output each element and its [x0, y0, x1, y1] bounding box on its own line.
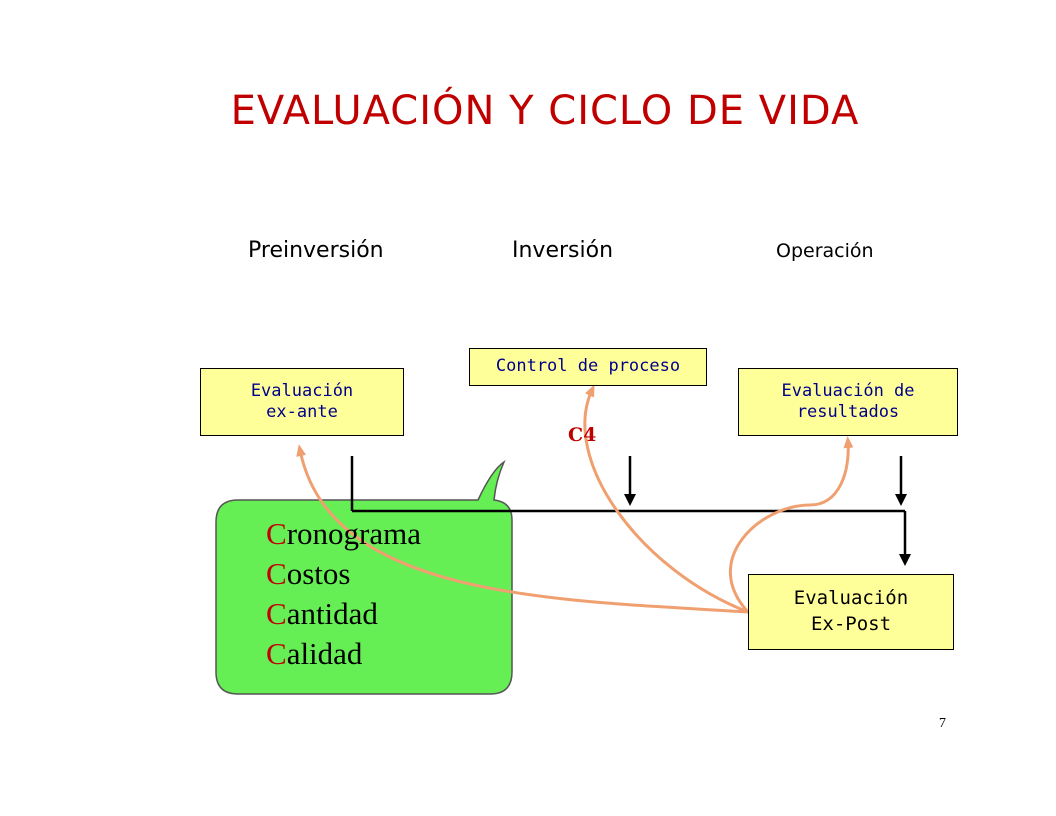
- box-resultados-line-2: resultados: [796, 402, 900, 422]
- callout-rest: ronograma: [286, 516, 421, 551]
- box-control-line-1: Control de proceso: [495, 356, 681, 377]
- slide-title: EVALUACIÓN Y CICLO DE VIDA: [230, 88, 860, 134]
- box-ex-ante-line-1: Evaluación: [250, 380, 354, 401]
- box-resultados-line-1: Evaluación de: [781, 380, 915, 401]
- callout-initial: C: [266, 636, 287, 671]
- phase-label-inversion: Inversión: [512, 238, 614, 263]
- callout-initial: C: [266, 596, 287, 631]
- callout-item-costos: Costos: [266, 554, 421, 594]
- callout-list: Cronograma Costos Cantidad Calidad: [266, 514, 421, 674]
- box-ex-ante-line-2: ex-ante: [266, 402, 338, 422]
- feedback-arrow-control: [583, 384, 749, 614]
- callout-bubble: [215, 459, 513, 695]
- phase-label-preinversion: Preinversión: [248, 238, 384, 263]
- feedback-arrow-ex-ante: [296, 444, 749, 614]
- page-number: 7: [939, 716, 946, 731]
- box-evaluacion-ex-ante: Evaluación ex-ante: [200, 368, 404, 436]
- box-ex-post-line-2: Ex-Post: [810, 613, 892, 635]
- callout-rest: ostos: [286, 556, 351, 591]
- callout-rest: alidad: [286, 636, 363, 671]
- callout-item-cantidad: Cantidad: [266, 594, 421, 634]
- callout-rest: antidad: [286, 596, 378, 631]
- box-control-de-proceso: Control de proceso: [469, 348, 707, 386]
- phase-label-operacion: Operación: [776, 240, 874, 262]
- box-evaluacion-resultados: Evaluación de resultados: [738, 368, 958, 436]
- box-evaluacion-ex-post: Evaluación Ex-Post: [748, 574, 954, 650]
- box-ex-post-line-1: Evaluación: [793, 587, 909, 610]
- callout-item-cronograma: Cronograma: [266, 514, 421, 554]
- callout-initial: C: [266, 516, 287, 551]
- c4-label: C4: [568, 424, 597, 446]
- callout-initial: C: [266, 556, 287, 591]
- callout-item-calidad: Calidad: [266, 634, 421, 674]
- feedback-arrow-resultados: [728, 436, 854, 614]
